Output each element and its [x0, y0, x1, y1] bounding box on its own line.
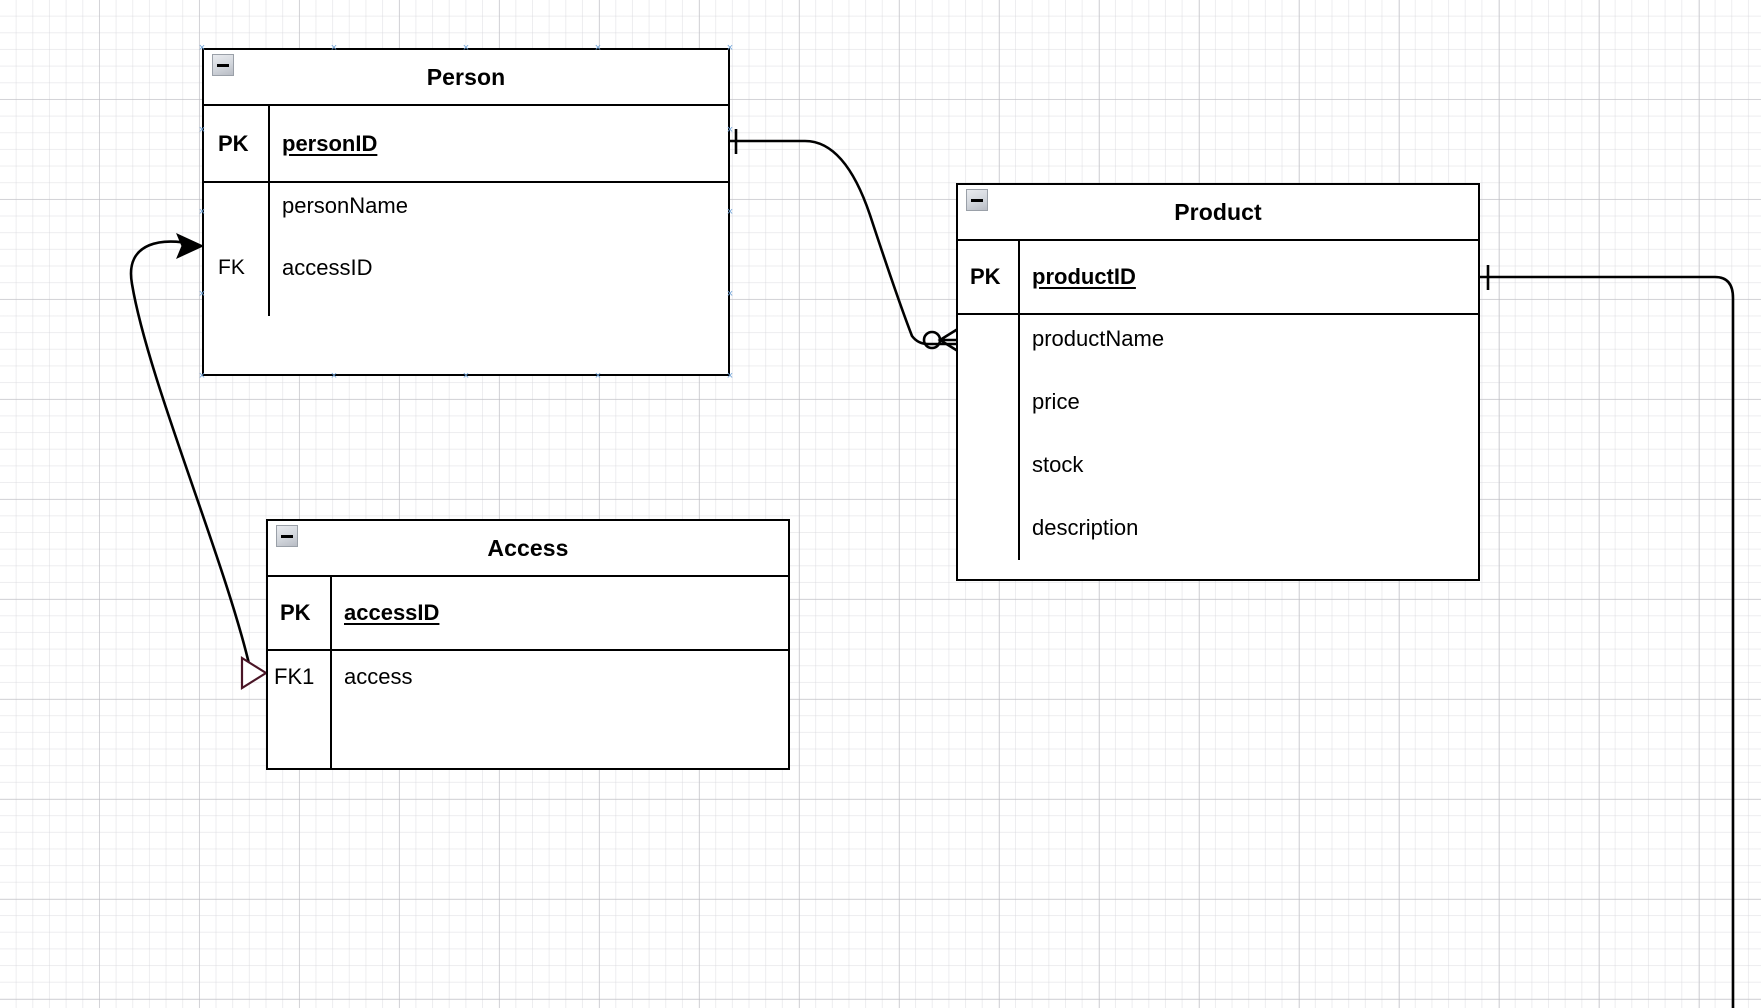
attribute-row-productid[interactable]: PK productID: [958, 262, 1478, 292]
key-column-divider-product: [1018, 241, 1020, 560]
handle-s[interactable]: [331, 373, 338, 380]
handle-n[interactable]: [331, 45, 338, 52]
handle-nw[interactable]: [199, 45, 206, 52]
handle-w2[interactable]: [199, 209, 206, 216]
attribute-row-productname[interactable]: productName: [958, 324, 1478, 354]
handle-ne[interactable]: [595, 45, 602, 52]
attribute-key-fk1: FK1: [274, 664, 315, 689]
entity-body-access: PK accessID FK1 access: [268, 577, 788, 769]
attribute-key-fk: FK: [218, 256, 245, 279]
key-column-divider-access: [330, 577, 332, 769]
entity-title-person: Person: [426, 63, 506, 90]
attribute-row-accessid[interactable]: FK accessID: [204, 253, 728, 283]
attribute-name-access: access: [344, 664, 413, 689]
entity-header-person: Person: [204, 50, 728, 106]
connector-line-person-product: [730, 139, 962, 346]
entity-access[interactable]: Access PK accessID FK1 access: [266, 519, 790, 770]
attribute-row-stock[interactable]: stock: [958, 450, 1478, 480]
entity-product[interactable]: Product PK productID productName price s…: [956, 183, 1480, 581]
entity-person[interactable]: Person PK personID personName FK accessI…: [202, 48, 730, 376]
attribute-key-pk: PK: [280, 600, 311, 625]
handle-se2[interactable]: [727, 373, 734, 380]
attribute-name-accessid: accessID: [282, 255, 373, 280]
entity-header-access: Access: [268, 521, 788, 577]
handle-n2[interactable]: [463, 45, 470, 52]
handle-w[interactable]: [199, 127, 206, 134]
arrowhead-filled: [176, 233, 205, 259]
attribute-key-pk: PK: [218, 131, 249, 156]
handle-e2[interactable]: [727, 209, 734, 216]
attribute-name-price: price: [1032, 389, 1080, 414]
handle-e[interactable]: [727, 127, 734, 134]
attribute-name-accessid: accessID: [344, 600, 440, 625]
attribute-row-price[interactable]: price: [958, 387, 1478, 417]
entity-body-product: PK productID productName price stock des…: [958, 241, 1478, 580]
minus-icon[interactable]: [212, 54, 234, 76]
pk-separator-product: [958, 313, 1478, 315]
attribute-name-productname: productName: [1032, 326, 1165, 351]
attribute-row-accessid[interactable]: PK accessID: [268, 598, 788, 628]
attribute-row-personid[interactable]: PK personID: [204, 129, 728, 159]
handle-w3[interactable]: [199, 291, 206, 298]
minus-icon-bar: [217, 63, 229, 67]
relationship-person-product[interactable]: [730, 129, 962, 355]
handle-e3[interactable]: [727, 291, 734, 298]
attribute-name-productid: productID: [1032, 264, 1136, 289]
minus-icon-bar: [281, 534, 293, 538]
handle-s2[interactable]: [463, 373, 470, 380]
minus-icon[interactable]: [966, 189, 988, 211]
connector-line-product-offpage: [1480, 275, 1735, 1008]
attribute-row-personname[interactable]: personName: [204, 191, 728, 221]
attribute-row-access[interactable]: FK1 access: [268, 662, 788, 692]
pk-separator-access: [268, 649, 788, 651]
attribute-name-personname: personName: [282, 193, 408, 218]
attribute-name-description: description: [1032, 515, 1139, 540]
arrowhead-hollow-triangle: [240, 656, 269, 690]
attribute-key-pk: PK: [970, 264, 1001, 289]
handle-ne2[interactable]: [727, 45, 734, 52]
entity-body-person: PK personID personName FK accessID: [204, 106, 728, 375]
minus-icon[interactable]: [276, 525, 298, 547]
entity-header-product: Product: [958, 185, 1478, 241]
key-column-divider-person: [268, 106, 270, 316]
handle-sw[interactable]: [199, 373, 206, 380]
handle-se[interactable]: [595, 373, 602, 380]
entity-title-product: Product: [1174, 198, 1262, 225]
minus-icon-bar: [971, 198, 983, 202]
entity-title-access: Access: [487, 534, 569, 561]
attribute-name-stock: stock: [1032, 452, 1084, 477]
pk-separator-person: [204, 181, 728, 183]
cardinality-zero-circle: [922, 330, 942, 350]
attribute-row-description[interactable]: description: [958, 513, 1478, 543]
attribute-name-personid: personID: [282, 131, 378, 156]
relationship-product-offpage[interactable]: [1480, 265, 1735, 1008]
